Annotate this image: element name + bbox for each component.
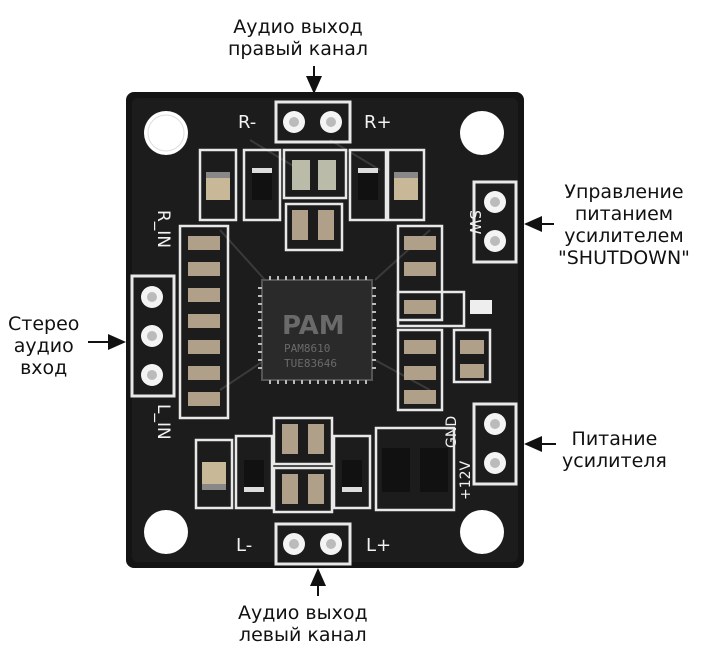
silk-l-plus: L+	[366, 535, 391, 556]
connector-right-output[interactable]	[274, 100, 352, 144]
mounting-holes	[144, 111, 504, 554]
connector-stereo-input[interactable]	[130, 274, 176, 398]
small-parts	[188, 160, 492, 504]
chip-code: TUE83646	[284, 357, 337, 370]
silk-gnd: GND	[444, 416, 460, 448]
silk-12v: +12V	[458, 460, 474, 500]
smd-components	[178, 148, 492, 514]
silk-r-plus: R+	[364, 112, 392, 133]
silk-l-minus: L-	[236, 535, 252, 556]
chip-model: PAM8610	[284, 342, 330, 355]
silk-r-minus: R-	[238, 112, 256, 133]
connector-left-output[interactable]	[274, 522, 352, 566]
amplifier-chip: PAM PAM8610 TUE83646	[258, 276, 376, 384]
connector-power[interactable]	[472, 402, 518, 486]
annotation-arrows	[88, 66, 556, 596]
silk-sw: SW	[466, 210, 484, 235]
silk-r-in: R_IN	[153, 210, 173, 248]
connector-shutdown[interactable]	[472, 180, 518, 264]
chip-logo: PAM	[282, 311, 345, 341]
silk-l-in: L_IN	[153, 404, 173, 440]
capacitors	[202, 168, 448, 492]
